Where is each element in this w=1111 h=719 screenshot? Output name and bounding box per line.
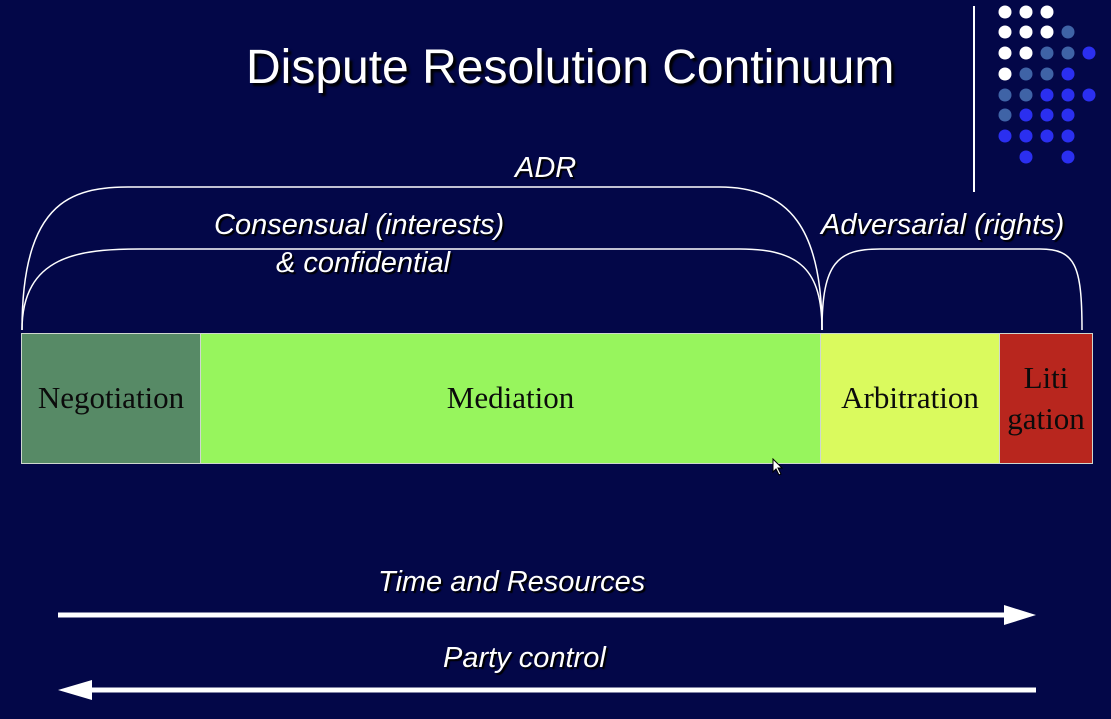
time-resources-arrow: [58, 605, 1036, 625]
negotiation-label: Negotiation: [37, 380, 185, 416]
adr-label: ADR: [515, 152, 577, 184]
adversarial-label: Adversarial (rights): [821, 209, 1065, 241]
arbitration-segment: Arbitration: [820, 333, 1000, 464]
litigation-label-line1: Liti: [1023, 360, 1069, 396]
party-control-arrow: [58, 680, 1036, 700]
negotiation-segment: Negotiation: [21, 333, 201, 464]
decorative-dot-grid: [998, 5, 1096, 164]
mediation-segment: Mediation: [200, 333, 821, 464]
adversarial-bracket-arc: [821, 248, 1083, 331]
litigation-label-line2: gation: [1007, 400, 1085, 436]
mouse-pointer-icon: [772, 458, 784, 476]
decorative-divider-line: [973, 6, 975, 192]
arbitration-label: Arbitration: [841, 380, 979, 416]
time-resources-label: Time and Resources: [378, 566, 646, 598]
consensual-bracket-arc: [21, 248, 823, 331]
litigation-segment: Liti gation: [999, 333, 1093, 464]
bracket-arcs: [21, 186, 1083, 331]
adr-bracket-arc: [21, 186, 823, 331]
slide-title: Dispute Resolution Continuum: [246, 41, 895, 94]
party-control-label: Party control: [443, 642, 606, 674]
consensual-label-line2: & confidential: [276, 247, 451, 279]
consensual-label-line1: Consensual (interests): [214, 209, 505, 241]
mediation-label: Mediation: [446, 380, 575, 416]
